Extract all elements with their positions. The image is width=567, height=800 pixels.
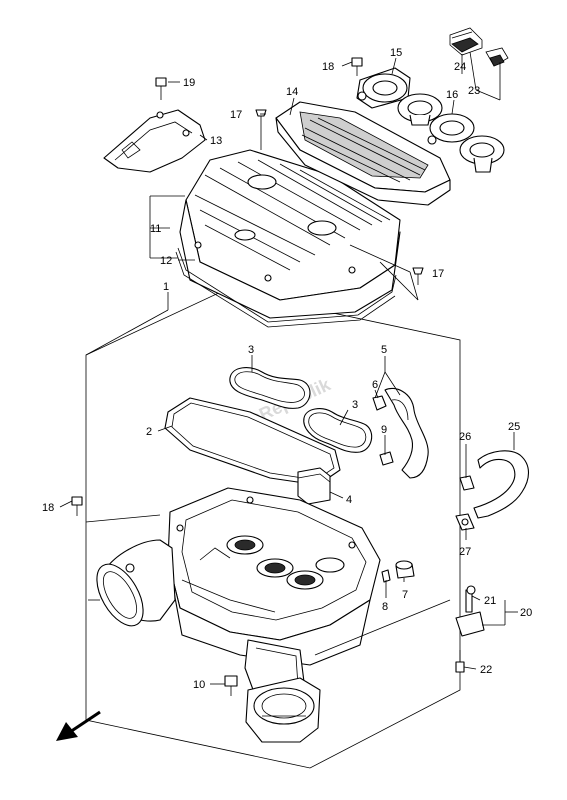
part-27-clamp[interactable] — [455, 513, 475, 531]
intake-ring[interactable] — [245, 677, 321, 743]
part-10-bolt[interactable] — [224, 675, 238, 696]
part-16-velocity-stack[interactable] — [427, 113, 505, 173]
callout-27: 27 — [459, 546, 471, 558]
callout-2: 2 — [146, 426, 152, 438]
part-11-air-cleaner-cover[interactable] — [179, 149, 401, 319]
callout-12: 12 — [160, 255, 172, 267]
callout-17a: 17 — [230, 109, 242, 121]
callout-1: 1 — [163, 281, 169, 293]
part-7-plug[interactable] — [395, 560, 415, 579]
part-6-clamp[interactable] — [372, 395, 387, 411]
callout-3a: 3 — [248, 344, 254, 356]
part-23-connector[interactable] — [485, 47, 509, 67]
callout-11: 11 — [150, 223, 161, 235]
callout-21: 21 — [484, 595, 496, 607]
part-3-gasket-left[interactable] — [229, 367, 311, 409]
callout-16: 16 — [446, 89, 458, 101]
part-8-clip[interactable] — [381, 569, 391, 583]
part-20-sensor[interactable] — [455, 585, 485, 637]
callout-4: 4 — [346, 494, 352, 506]
callout-14: 14 — [286, 86, 298, 98]
part-13-cover[interactable] — [103, 109, 206, 173]
callout-20: 20 — [520, 607, 532, 619]
callout-6: 6 — [372, 379, 378, 391]
part-26-clamp[interactable] — [459, 475, 475, 491]
callout-9: 9 — [381, 424, 387, 436]
callout-23: 23 — [468, 85, 480, 97]
callout-labels: 1 2 3 3 4 5 6 7 8 9 10 11 12 13 14 15 16… — [42, 47, 532, 691]
callout-18a: 18 — [322, 61, 334, 73]
callout-5: 5 — [381, 344, 387, 356]
callout-17b: 17 — [432, 268, 444, 280]
part-1-air-cleaner-case[interactable] — [167, 487, 381, 701]
part-5-hose[interactable] — [384, 387, 429, 479]
part-17-screw-top[interactable] — [255, 109, 267, 150]
part-9-clamp[interactable] — [379, 451, 394, 466]
callout-7: 7 — [402, 589, 408, 601]
callout-15: 15 — [390, 47, 402, 59]
part-15-velocity-stack[interactable] — [356, 67, 443, 126]
leader-lines — [59, 51, 518, 685]
part-22-bolt[interactable] — [455, 650, 465, 673]
part-18-bolt-left[interactable] — [71, 496, 83, 516]
callout-19: 19 — [183, 77, 195, 89]
part-25-drain-hose[interactable] — [473, 450, 530, 519]
callout-22: 22 — [480, 664, 492, 676]
callout-26: 26 — [459, 431, 471, 443]
part-12-cover-seal[interactable] — [175, 247, 397, 328]
callout-8: 8 — [382, 601, 388, 613]
part-24-sensor[interactable] — [449, 27, 483, 56]
callout-3b: 3 — [352, 399, 358, 411]
callout-18b: 18 — [42, 502, 54, 514]
callout-24: 24 — [454, 61, 466, 73]
part-14-intake-plate[interactable] — [275, 101, 451, 206]
part-18-bolt-top[interactable] — [351, 57, 363, 76]
part-4-filter-block[interactable] — [297, 467, 331, 505]
callout-25: 25 — [508, 421, 520, 433]
callout-10: 10 — [193, 679, 205, 691]
funnel-duct[interactable] — [87, 539, 176, 633]
part-17-screw-right[interactable] — [412, 267, 424, 285]
part-19-bolt[interactable] — [155, 77, 167, 100]
front-direction-arrow-icon — [56, 710, 101, 741]
callout-13: 13 — [210, 135, 222, 147]
part-3-gasket-right[interactable] — [303, 408, 373, 453]
